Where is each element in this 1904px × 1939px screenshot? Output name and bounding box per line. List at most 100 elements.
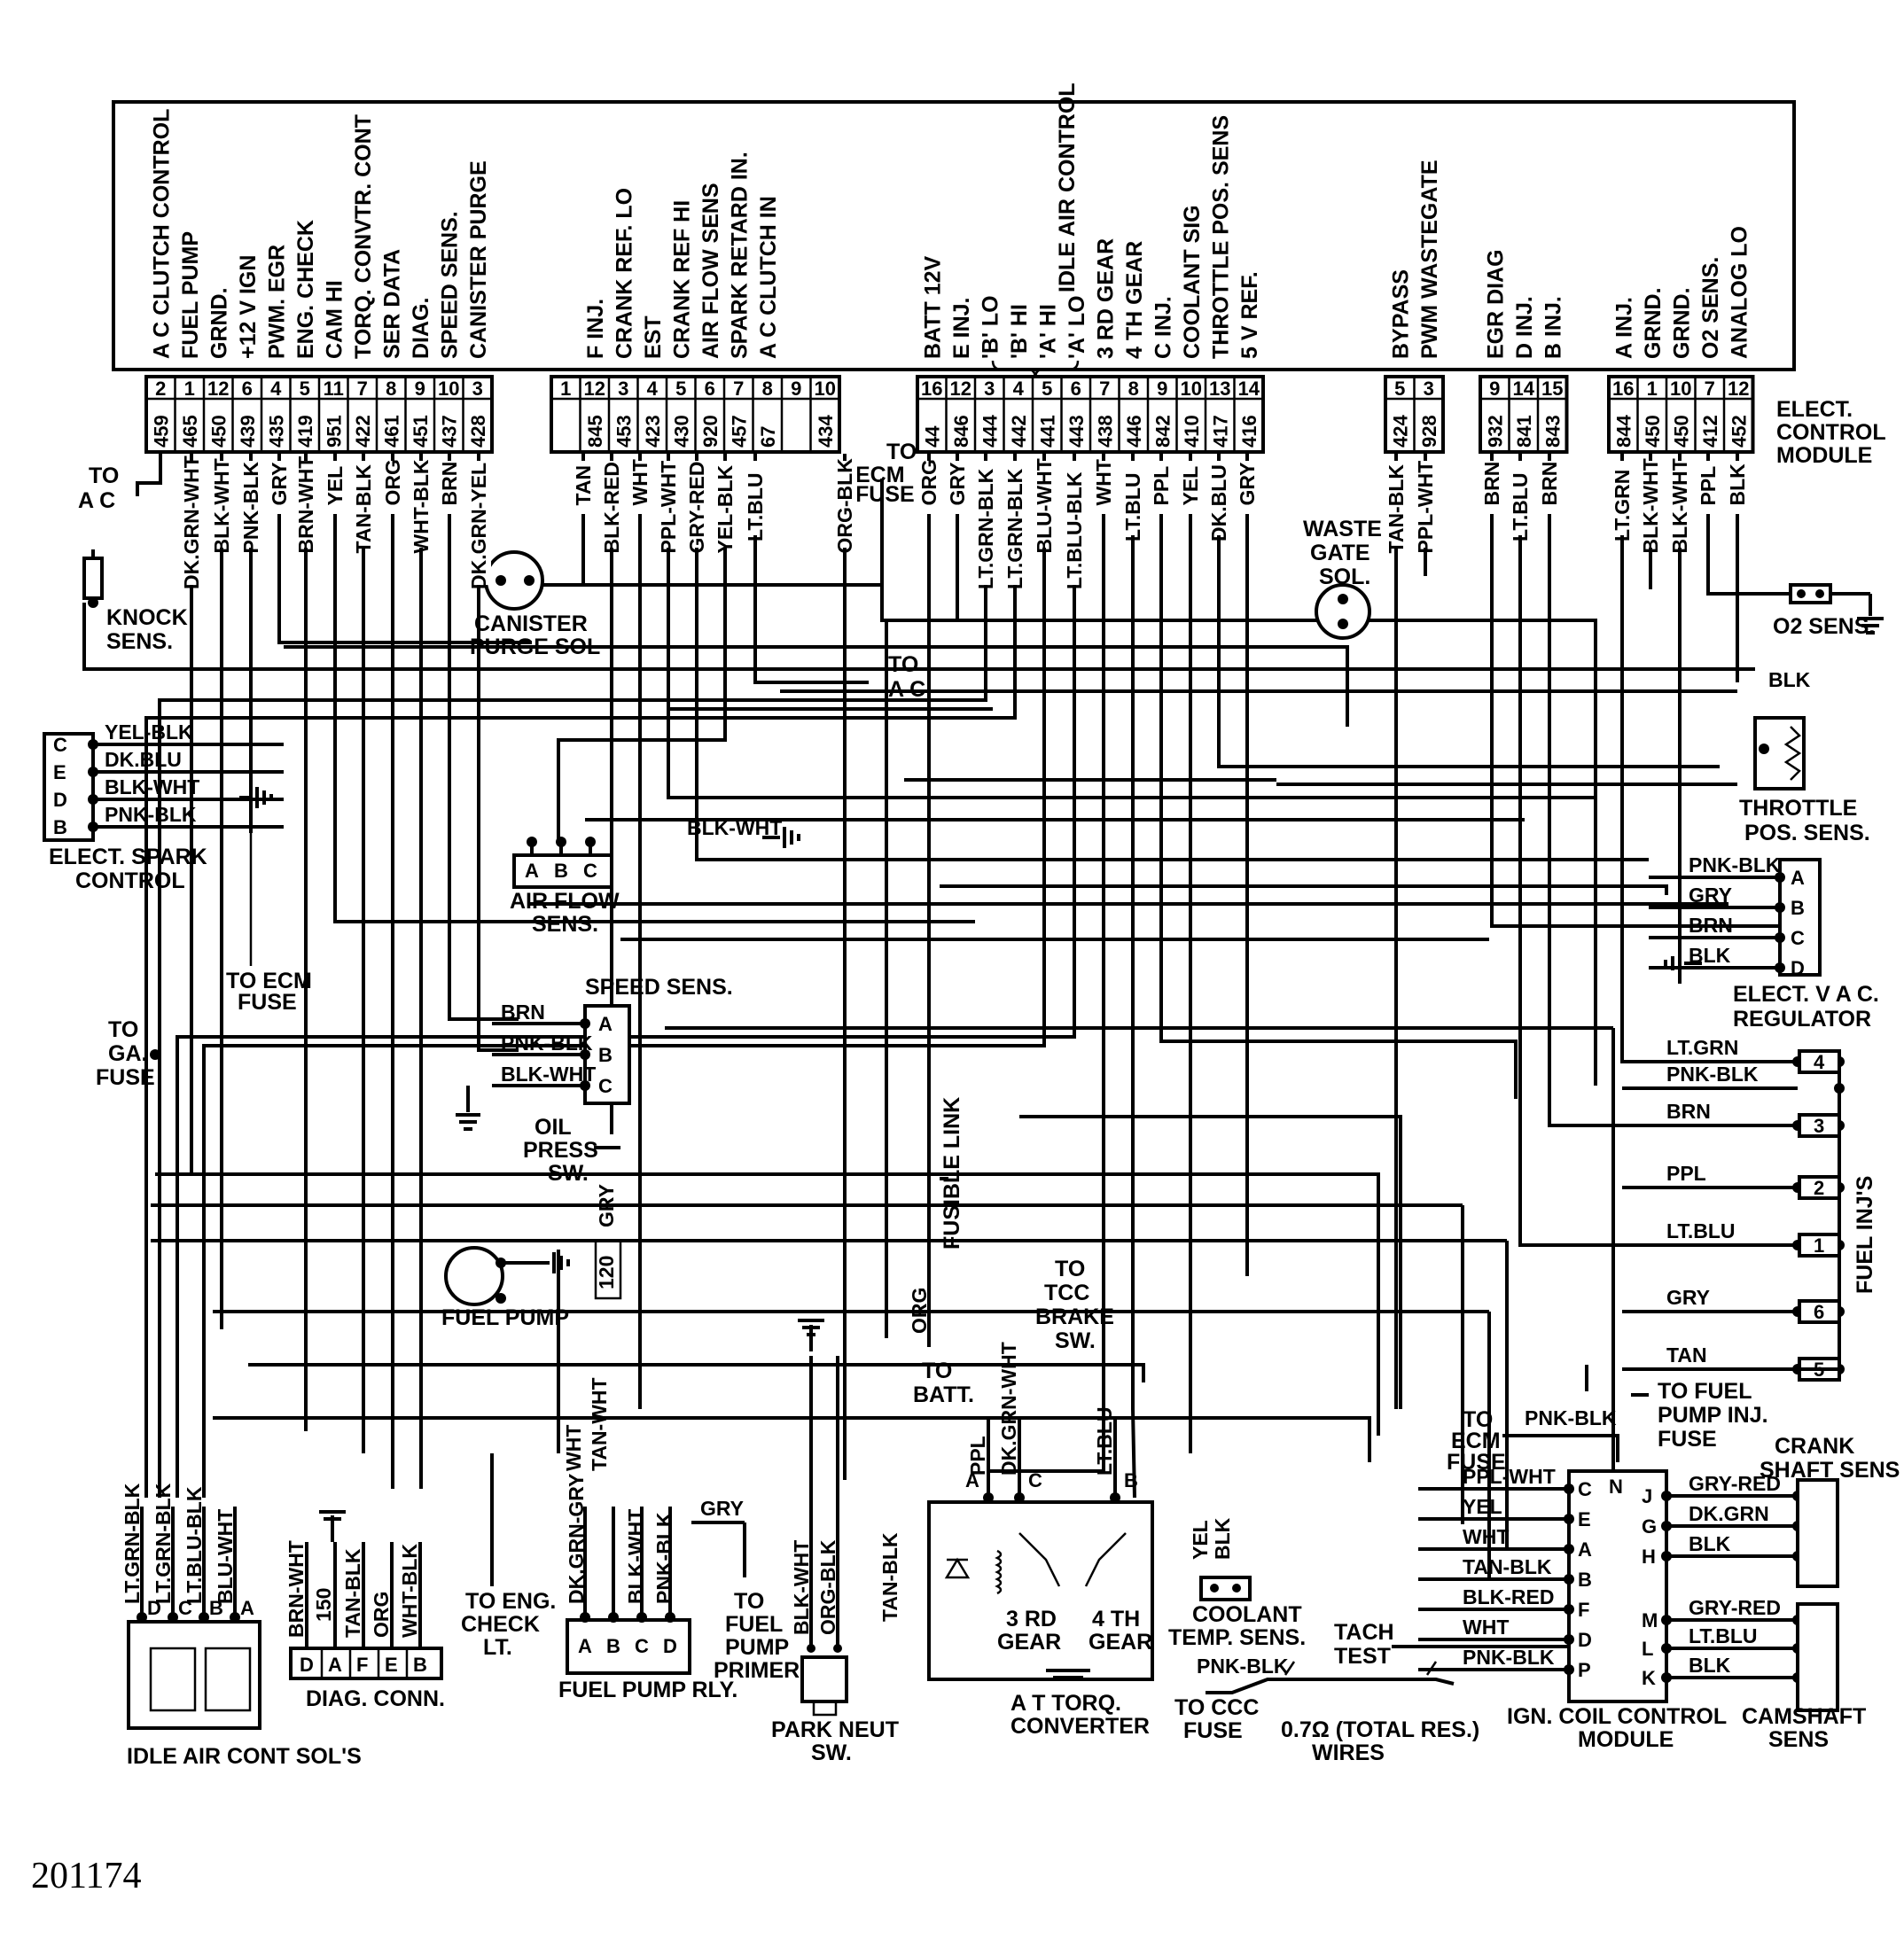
diag-pin-letter: A <box>328 1654 342 1676</box>
ecm-circuit-number: 424 <box>1389 415 1411 448</box>
tach-test-line2: TEST <box>1334 1644 1391 1669</box>
ecm-pin-label: D INJ. <box>1512 296 1537 359</box>
wire-label-gap <box>466 461 491 585</box>
oil-press-wire: GRY <box>595 1184 618 1227</box>
ecm-pin-number: 8 <box>386 378 396 400</box>
to-ga-line2: GA. <box>108 1041 147 1066</box>
coil-right-wire-color: BLK <box>1689 1654 1731 1677</box>
ecm-circuit-number: 450 <box>1670 415 1692 448</box>
ecm-pin-number: 12 <box>584 378 605 400</box>
ecm-circuit-number: 451 <box>410 415 432 448</box>
ecm-wire-color: PNK-BLK <box>239 462 262 554</box>
wastegate-label-line2: GATE <box>1310 541 1370 565</box>
wire-brn-egr <box>1490 454 1798 928</box>
ecm-pin-label: TORQ. CONVTR. CONT <box>351 114 376 359</box>
ecm-pin-label: DIAG. <box>409 298 433 359</box>
vac-pin-wire-color: PNK-BLK <box>1689 853 1781 876</box>
ecm-circuit-number: 844 <box>1612 415 1635 448</box>
ecm-wire-color: BLU-WHT <box>1033 458 1056 553</box>
ecm-pin-label: A INJ. <box>1611 297 1636 359</box>
airflow-pin-letter: A <box>525 860 539 882</box>
eng-check-line1: TO ENG. <box>465 1589 556 1614</box>
iac-wire-color: LT.GRN-BLK <box>121 1483 144 1604</box>
injector-wire-color: PNK-BLK <box>1666 1063 1759 1086</box>
wire-label-gap <box>209 461 234 548</box>
to-ac-top-line1: TO <box>89 463 119 488</box>
injector-wire-color: GRY <box>1666 1286 1710 1309</box>
spark-control-line2: CONTROL <box>75 868 185 893</box>
vac-reg-label: ELECT. V A C.REGULATOR <box>1733 982 1879 1032</box>
ecm-circuit-number: 438 <box>1094 415 1116 448</box>
wire-dkgrn-yel-ecm <box>477 454 519 1052</box>
ecm-circuit-number: 443 <box>1065 415 1088 448</box>
ecm-pin-number: 10 <box>815 378 836 400</box>
pn-term2 <box>833 1644 842 1653</box>
wire-label-gap <box>832 461 857 548</box>
to-ecm-top-line3: FUSE <box>855 482 915 507</box>
to-ecm-right-line3: FUSE <box>1447 1450 1506 1475</box>
ecm-wire-color: LT.BLU <box>744 472 767 541</box>
ecm-pin-label: GRND. <box>207 287 231 359</box>
wire-label-gap <box>684 461 709 548</box>
ecm-pin-number: 4 <box>647 378 659 400</box>
pn-wire-color: ORG-BLK <box>816 1539 839 1635</box>
ecm-pin-number: 3 <box>618 378 628 400</box>
ecm-wire-color: DK.BLU <box>1207 464 1230 541</box>
ecm-group-5-connector <box>1479 375 1569 454</box>
ecm-circuit-number: 416 <box>1238 415 1260 448</box>
ecm-pin-label: 'A' LO <box>1065 295 1089 359</box>
airflow-pin-letter: C <box>583 860 597 882</box>
circuit-120-box <box>594 1239 622 1300</box>
ecm-pin-number: 4 <box>270 378 282 400</box>
coil-left-pin-letter: C <box>1578 1478 1592 1500</box>
ecm-wire-color: PPL-WHT <box>657 461 680 554</box>
ecm-circuit-number: 446 <box>1123 415 1145 448</box>
speed-pin-wire-color: BLK-WHT <box>501 1063 596 1086</box>
injector-wire-color: LT.BLU <box>1666 1219 1736 1242</box>
iac-coil2 <box>204 1647 252 1712</box>
ecm-pin-number: 5 <box>675 378 686 400</box>
ecm-circuit-number: 412 <box>1699 415 1721 448</box>
iac-wire-color: LT.GRN-BLK <box>152 1483 175 1604</box>
ecm-pin-label: O2 SENS. <box>1698 257 1723 359</box>
wire-1325 <box>155 1172 1380 1436</box>
ecm-pin-number: 3 <box>472 378 483 400</box>
ecm-circuit-number: 928 <box>1418 415 1440 448</box>
cam-line1: CAMSHAFT <box>1742 1704 1866 1729</box>
oil-press-line3: SW. <box>548 1161 589 1186</box>
spark-pin-wire-color: PNK-BLK <box>105 803 197 826</box>
ecm-pin-number: 6 <box>705 378 715 400</box>
ecm-pin-number: 5 <box>1394 378 1405 400</box>
ecm-pin-label: SPARK RETARD IN. <box>727 152 752 359</box>
to-tcc-line2: TCC <box>1044 1281 1089 1305</box>
wire-ltblu-4th <box>1131 454 1136 1499</box>
ecm-pin-label: CRANK REF HI <box>669 200 694 359</box>
fuel-pump-body <box>444 1246 504 1306</box>
pn-label-line2: SW. <box>811 1740 852 1765</box>
injector-wire-color: TAN <box>1666 1343 1707 1367</box>
to-ga-line3: FUSE <box>96 1065 155 1090</box>
ecm-wire-color: TAN <box>572 465 595 506</box>
tc-label-line1: A T TORQ. <box>1011 1691 1121 1716</box>
diag-wire-color: BRN-WHT <box>285 1540 308 1638</box>
wire-label-gap <box>323 461 347 514</box>
tps-term <box>1759 744 1769 754</box>
ecm-circuit-number: 434 <box>815 415 837 448</box>
o2-body <box>1789 583 1832 604</box>
ecm-pin-number: 14 <box>1238 378 1260 400</box>
ecm-wire-color: YEL <box>1179 466 1202 506</box>
